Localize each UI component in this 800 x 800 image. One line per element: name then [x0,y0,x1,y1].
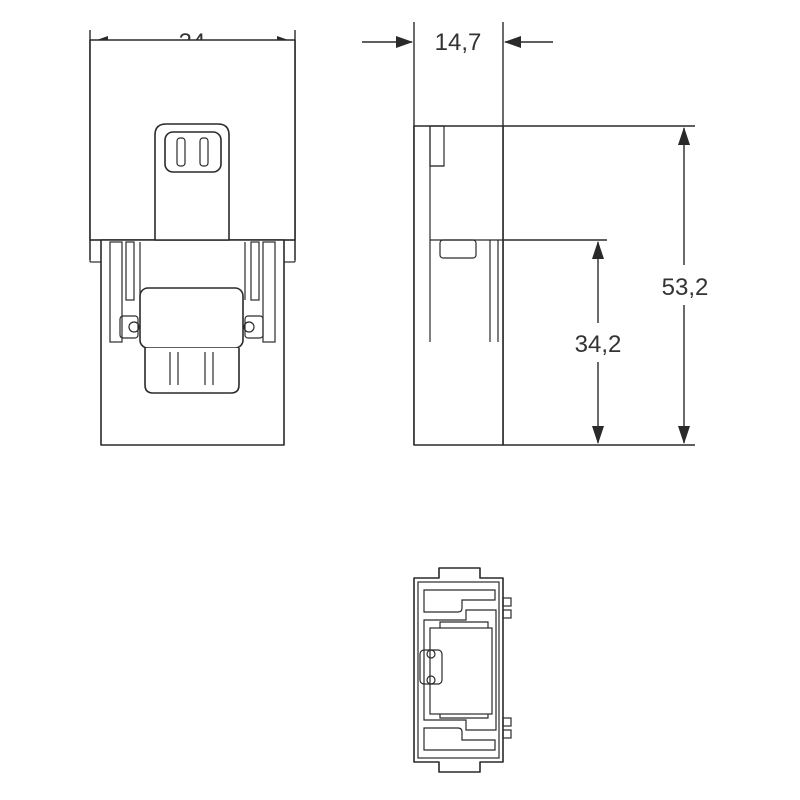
top-view-stud-upper-1 [502,597,512,607]
front-clamp-block [139,287,244,349]
top-view-outer-frame [413,567,504,773]
front-view: 34 [89,29,296,446]
front-latch-window [164,131,222,173]
top-view-upper-compartment [423,589,496,613]
top-view-core-outline [423,609,497,731]
top-view-latch-pin-top [426,649,436,659]
opening-height-label: 34,2 [575,331,622,358]
top-view-core-recess [439,621,489,628]
top-view-stud-lower-2 [502,729,512,739]
overall-height-arrow-bottom [678,426,690,444]
top-view-core-inner [429,627,493,715]
top-view-stud-lower-1 [502,717,512,727]
front-clamp-right-pin [243,321,255,333]
top-view-inner-border [417,581,500,759]
side-depth-label: 14,7 [435,29,482,56]
opening-height-arrow-top [592,241,604,259]
top-view [413,567,512,773]
top-view-lower-compartment [423,727,496,751]
front-rail-right-outer [262,241,276,343]
front-rail-left-inner [125,241,135,301]
front-clamp-left-pin [128,321,140,333]
front-rail-left-outer [109,241,123,343]
top-view-core-recess-bottom [439,714,489,719]
opening-height-arrow-bottom [592,426,604,444]
side-depth-arrow-right [504,36,521,48]
front-latch-slot-right [199,137,209,167]
side-view: 14,7 53,2 34,2 [362,22,709,446]
side-body [413,125,504,446]
side-latch-nub [439,239,477,259]
front-clamp-right-nub [244,315,264,339]
front-rail-right-inner [250,241,260,301]
front-clamp-left-nub [119,315,139,339]
top-view-stud-upper-2 [502,609,512,619]
front-lower-lug [144,348,240,394]
overall-height-label: 53,2 [662,274,709,301]
top-view-latch-pin-bottom [426,675,436,685]
side-depth-arrow-left [396,36,413,48]
overall-height-arrow-top [678,127,690,145]
front-latch-slot-left [176,137,186,167]
